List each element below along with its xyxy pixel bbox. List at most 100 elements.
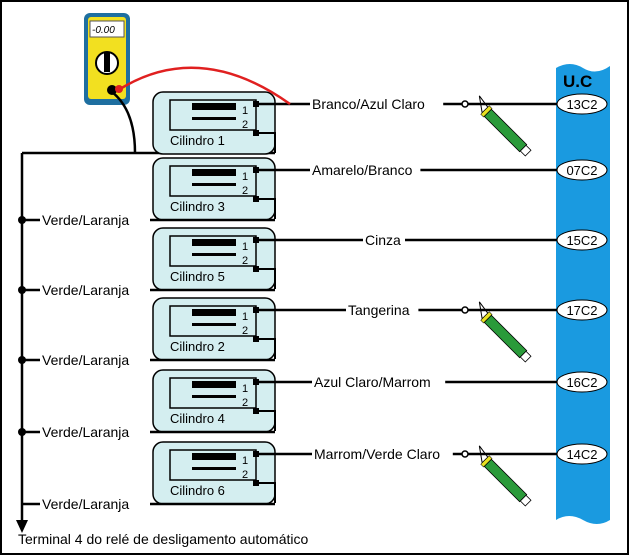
pin-2-terminal — [253, 336, 259, 342]
label-bg — [40, 495, 150, 511]
pin-1-label: 1 — [242, 311, 248, 323]
ecu-pin-label: 16C2 — [566, 375, 597, 390]
wire-color-label: Tangerina — [348, 302, 410, 318]
ecu-pin-badge — [556, 299, 608, 321]
ecu-pin-label: 07C2 — [566, 163, 597, 178]
cylinder-label: Cilindro 4 — [170, 411, 225, 426]
pin-2-label: 2 — [242, 325, 248, 337]
junction-dot — [18, 356, 26, 364]
wire-color-label: Azul Claro/Marrom — [314, 374, 431, 390]
label-bg — [363, 231, 405, 247]
label-bg — [40, 211, 150, 227]
injector-body — [152, 91, 276, 155]
coil-plate — [192, 467, 236, 470]
ground-label: Verde/Laranja — [42, 282, 129, 298]
probe-contact — [461, 100, 469, 108]
coil-outline — [169, 165, 257, 197]
coil-outline — [169, 235, 257, 267]
ground-label: Verde/Laranja — [42, 212, 129, 228]
pin-1-terminal — [253, 237, 259, 243]
pin-1-terminal — [253, 101, 259, 107]
pin-2-label: 2 — [242, 185, 248, 197]
coil-core — [192, 169, 236, 176]
wire-color-label: Marrom/Verde Claro — [314, 446, 440, 462]
junction-dot — [18, 286, 26, 294]
pin-2-label: 2 — [242, 397, 248, 409]
label-bg — [346, 301, 419, 317]
pin-2-terminal — [253, 480, 259, 486]
pin-1-terminal — [253, 451, 259, 457]
coil-plate — [192, 183, 236, 186]
pin-2-label: 2 — [242, 119, 248, 131]
label-bg — [310, 95, 444, 111]
pin-1-label: 1 — [242, 383, 248, 395]
cylinder-label: Cilindro 5 — [170, 269, 225, 284]
coil-plate — [192, 323, 236, 326]
ecu-pin-label: 17C2 — [566, 303, 597, 318]
pin-1-label: 1 — [242, 455, 248, 467]
ecu-pin-label: 13C2 — [566, 97, 597, 112]
pin-1-terminal — [253, 379, 259, 385]
pin-2-wire — [259, 268, 276, 289]
pin-2-label: 2 — [242, 469, 248, 481]
pin-1-label: 1 — [242, 241, 248, 253]
coil-core — [192, 453, 236, 460]
cylinder-label: Cilindro 6 — [170, 483, 225, 498]
pin-2-wire — [259, 338, 276, 359]
pin-2-terminal — [253, 196, 259, 202]
coil-core — [192, 309, 236, 316]
ground-label: Verde/Laranja — [42, 352, 129, 368]
red-probe-lead — [119, 66, 291, 106]
cylinder-label: Cilindro 3 — [170, 199, 225, 214]
probe-contact — [461, 450, 469, 458]
label-bg — [310, 161, 421, 177]
pin-2-wire — [259, 410, 276, 431]
label-bg — [312, 373, 446, 389]
pin-1-terminal — [253, 167, 259, 173]
ecu-pin-badge — [556, 443, 608, 465]
ecu-pin-badge — [556, 93, 608, 115]
pin-2-terminal — [253, 266, 259, 272]
probe-contact — [461, 306, 469, 314]
coil-outline — [169, 99, 257, 131]
coil-core — [192, 381, 236, 388]
ecu-pin-label: 15C2 — [566, 233, 597, 248]
multimeter-display: -0.00 — [92, 25, 115, 36]
label-bg — [312, 445, 453, 461]
pin-2-wire — [259, 482, 276, 503]
wire-color-label: Cinza — [365, 232, 401, 248]
ecu-pin-badge — [556, 229, 608, 251]
coil-core — [192, 239, 236, 246]
wire-color-label: Amarelo/Branco — [312, 162, 413, 178]
ecu-pin-badge — [556, 371, 608, 393]
pin-1-label: 1 — [242, 105, 248, 117]
test-probe-icon — [478, 95, 532, 157]
pin-1-label: 1 — [242, 171, 248, 183]
pin-2-terminal — [253, 130, 259, 136]
coil-plate — [192, 253, 236, 256]
multimeter-icon: -0.00 — [84, 13, 130, 105]
label-bg — [40, 281, 150, 297]
coil-core — [192, 103, 236, 110]
pin-1-terminal — [253, 307, 259, 313]
terminal-label: Terminal 4 do relé de desligamento autom… — [18, 531, 308, 547]
pin-2-label: 2 — [242, 255, 248, 267]
cylinder-label: Cilindro 2 — [170, 339, 225, 354]
ecu-pin-label: 14C2 — [566, 447, 597, 462]
pin-2-wire — [259, 198, 276, 219]
pin-2-terminal — [253, 408, 259, 414]
ground-label: Verde/Laranja — [42, 496, 129, 512]
pin-2-wire — [259, 132, 276, 153]
test-probe-icon — [478, 301, 532, 363]
ecu-pin-badge — [556, 159, 608, 181]
test-probe-icon — [478, 445, 532, 507]
ecu-title: U.C — [563, 72, 592, 91]
arrow-down-icon — [16, 520, 28, 533]
label-bg — [40, 423, 150, 439]
junction-dot — [18, 216, 26, 224]
